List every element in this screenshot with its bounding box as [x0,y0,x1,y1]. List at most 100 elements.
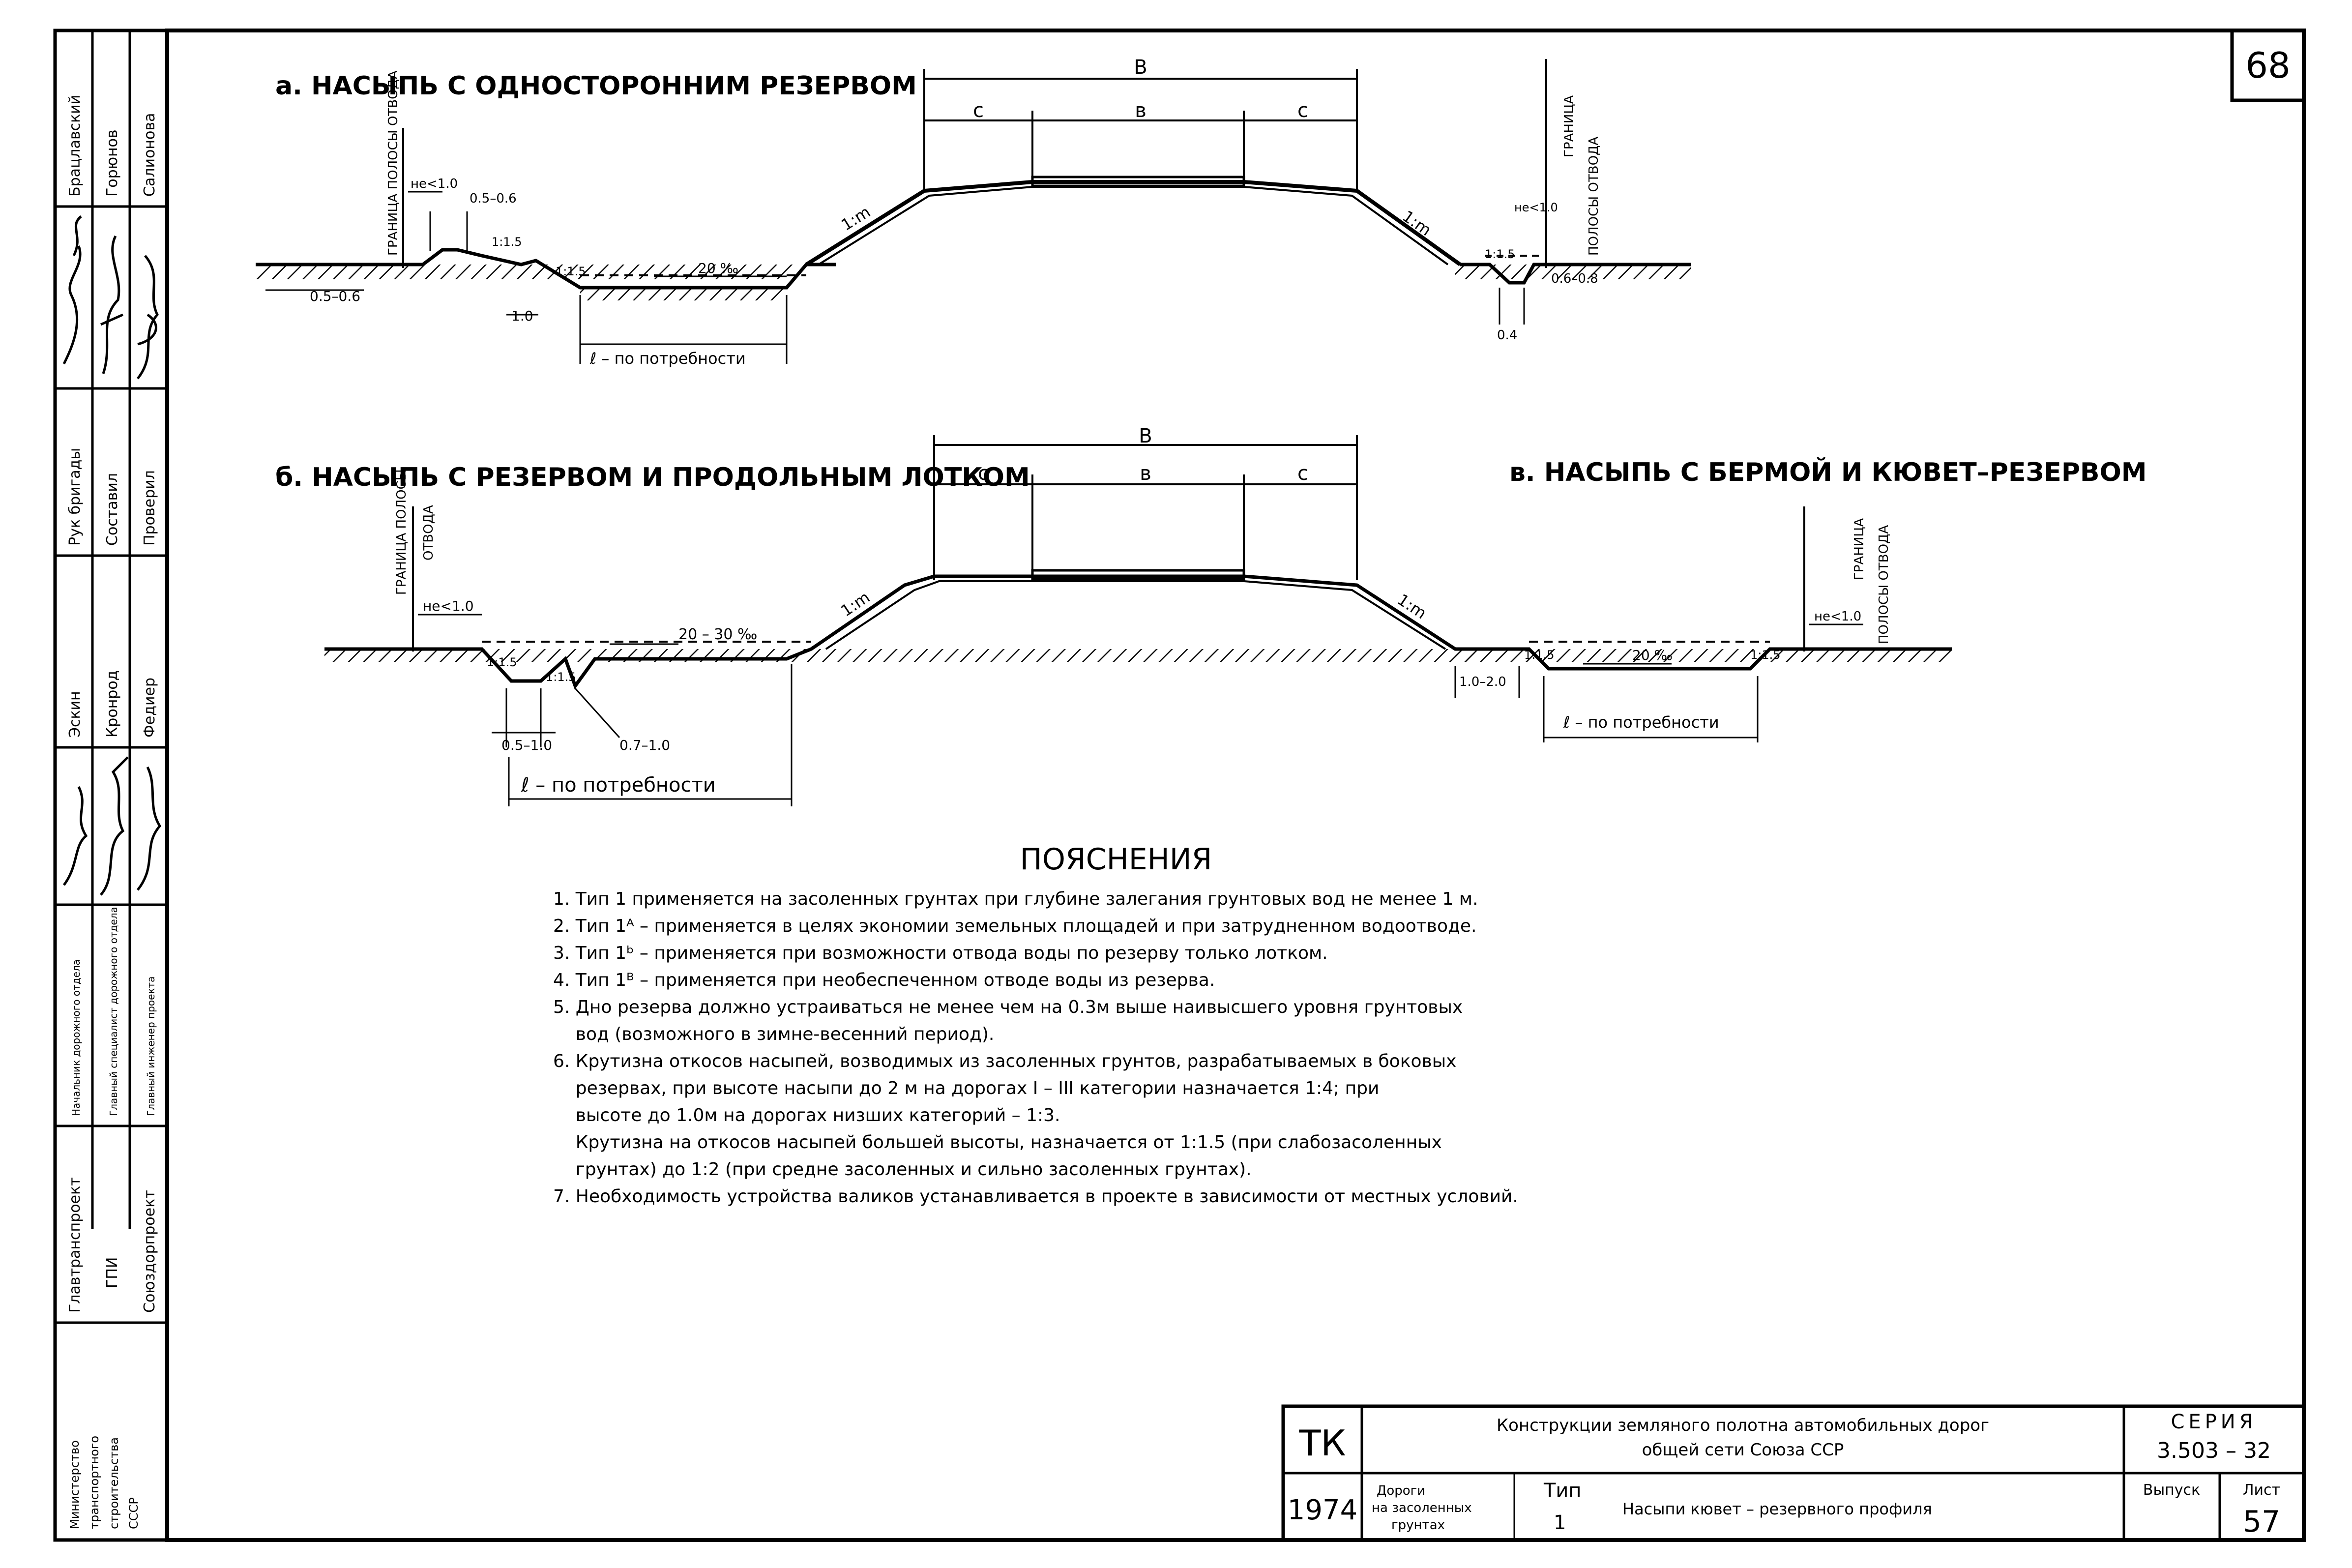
note-line: Крутизна на откосов насыпей большей высо… [553,1132,1442,1153]
notes-heading: ПОЯСНЕНИЯ [1020,842,1212,877]
stamp-gip: Главный инженер проекта [145,976,157,1116]
tb-seriya-value: 3.503 – 32 [2157,1438,2271,1463]
side-stamp: Брацлавский Горюнов Салионова Рук бригад… [53,29,169,1542]
label-grad-b: 20 – 30 ‰ [678,626,757,643]
note-line: резервах, при высоте насыпи до 2 м на до… [553,1078,1379,1098]
dim-b: в [1135,99,1147,122]
stamp-kronrod: Кронрод [104,671,121,738]
section-c: в. НАСЫПЬ С БЕРМОЙ И КЮВЕТ–РЕЗЕРВОМ 1:1.… [1454,457,2147,742]
dim-b-b: в [1140,462,1151,485]
note-line: 4. Тип 1ᴮ – применяется при необеспеченн… [553,970,1215,990]
label-ne-1-0-b: не<1.0 [423,598,474,614]
note-line: 3. Тип 1ᵇ – применяется при возможности … [553,943,1328,963]
tb-roads-2: на засоленных [1372,1501,1472,1515]
note-line: вод (возможного в зимне-весенний период)… [553,1024,994,1044]
section-b: б. НАСЫПЬ С РЕЗЕРВОМ И ПРОДОЛЬНЫМ ЛОТКОМ… [275,425,1485,806]
tb-list-value: 57 [2243,1505,2280,1539]
signatures [62,215,162,896]
label-06-08: 0.6–0.8 [1551,271,1598,286]
section-c-title: в. НАСЫПЬ С БЕРМОЙ И КЮВЕТ–РЕЗЕРВОМ [1509,457,2147,487]
label-ne-1-0: не<1.0 [411,177,458,191]
label-ne-right: не<1.0 [1514,201,1558,214]
embankment-outline [805,180,1462,266]
tb-vypusk-label: Выпуск [2143,1481,2200,1499]
dim-B-b: В [1139,425,1152,447]
note-line: 7. Необходимость устройства валиков уста… [553,1186,1518,1207]
label-1-1-5-b1: 1:1.5 [487,655,517,669]
label-0-4: 0.4 [1497,328,1517,343]
note-line: 6. Крутизна откосов насыпей, возводимых … [553,1051,1456,1071]
tb-roads-1: Дороги [1377,1483,1425,1498]
notes: ПОЯСНЕНИЯ 1. Тип 1 применяется на засоле… [553,842,1518,1207]
label-1-1-5-c1: 1:1.5 [1524,648,1555,662]
section-a-title-text: а. НАСЫПЬ С ОДНОСТОРОННИМ РЕЗЕРВОМ [275,71,917,101]
tb-seriya-label: СЕРИЯ [2171,1411,2257,1433]
label-07-10: 0.7–1.0 [619,737,670,753]
title-block: ТК 1974 Конструкции земляного полотна ав… [1281,1404,2306,1542]
label-grad-c: 20 ‰ [1632,647,1673,663]
stamp-ruk-brigady: Рук бригады [66,448,84,546]
boundary-c-2: ПОЛОСЫ ОТВОДА [1877,525,1891,644]
stamp-salionova: Салионова [141,113,158,197]
note-line: 5. Дно резерва должно устраиваться не ме… [553,997,1463,1017]
label-1-0: 1.0 [511,308,533,324]
tb-sheet-title: Насыпи кювет – резервного профиля [1622,1500,1932,1518]
boundary-b-1: ГРАНИЦА ПОЛОСЫ [394,469,409,595]
label-l-need: ℓ – по потребности [589,349,746,368]
tb-year: 1974 [1288,1494,1358,1526]
slope-left-b: 1:m [837,588,873,620]
label-grad: 20 ‰ [698,260,738,276]
note-line: 1. Тип 1 применяется на засоленных грунт… [553,889,1478,909]
note-line: грунтах) до 1:2 (при средне засоленных и… [553,1159,1252,1180]
ground-and-embankment-b [324,574,1485,690]
sheet-number-box: 68 [2230,29,2306,102]
label-1-1-5-right: 1:1.5 [1485,247,1515,261]
stamp-fedier: Федиер [141,678,158,738]
ground-line [256,248,836,290]
embankment-layer-b [825,580,1446,650]
label-05-10: 0.5–1.0 [501,737,552,753]
sheet-number: 68 [2245,45,2291,86]
tb-code: ТК [1298,1422,1346,1464]
stamp-goryunov: Горюнов [104,129,121,197]
label-1-1-5-c2: 1:1.5 [1750,648,1781,662]
label-l-need-b: ℓ – по потребности [521,774,716,797]
section-a: а. НАСЫПЬ С ОДНОСТОРОННИМ РЕЗЕРВОМ В с в… [256,56,1691,368]
stamp-bratslavsky: Брацлавский [66,95,84,197]
boundary-right-label-2: ПОЛОСЫ ОТВОДА [1587,137,1601,256]
label-1-1-5-b2: 1:1.5 [546,670,576,684]
label-1-1-5-b: 1:1.5 [556,265,586,278]
boundary-right-label-1: ГРАНИЦА [1562,95,1577,157]
stamp-sostavil: Составил [104,473,121,546]
dim-c-right-b: с [1297,462,1308,485]
ground-hatch [324,649,1475,662]
stamp-ministry-3: строительства [107,1437,121,1529]
boundary-left-label: ГРАНИЦА ПОЛОСЫ ОТВОДА [386,70,401,256]
stamp-ministry-4: СССР [127,1497,141,1529]
stamp-org-3: Союздорпроект [141,1190,158,1313]
tb-list-label: Лист [2243,1481,2280,1499]
stamp-ministry-1: Министерство [68,1440,82,1529]
tb-type-label: Тип [1543,1479,1582,1502]
dim-c-right: с [1297,99,1308,122]
label-ne-1-0-c: не<1.0 [1814,609,1861,624]
dim-B: В [1134,56,1147,79]
reserve-hatch [580,288,787,300]
boundary-c-1: ГРАНИЦА [1852,518,1867,580]
stamp-ministry-2: транспортного [88,1436,101,1529]
note-line: высоте до 1.0м на дорогах низших категор… [553,1105,1060,1125]
slope-left: 1:m [838,203,874,235]
label-1-1-5-a: 1:1.5 [492,235,522,249]
right-ditch [1460,263,1691,285]
label-05-06-top: 0.5–0.6 [470,191,517,206]
tb-type-value: 1 [1554,1511,1566,1534]
boundary-b-2: ОТВОДА [421,505,436,561]
dim-c-left: с [973,99,984,122]
dim-c-left-b: с [978,462,989,485]
note-line: 2. Тип 1ᴬ – применяется в целях экономии… [553,916,1476,936]
label-05-06-low: 0.5–0.6 [310,288,360,304]
stamp-nach-otdela: Начальник дорожного отдела [70,959,82,1116]
stamp-org-1: Главтранспроект [66,1177,84,1313]
tb-roads-3: грунтах [1391,1518,1445,1533]
